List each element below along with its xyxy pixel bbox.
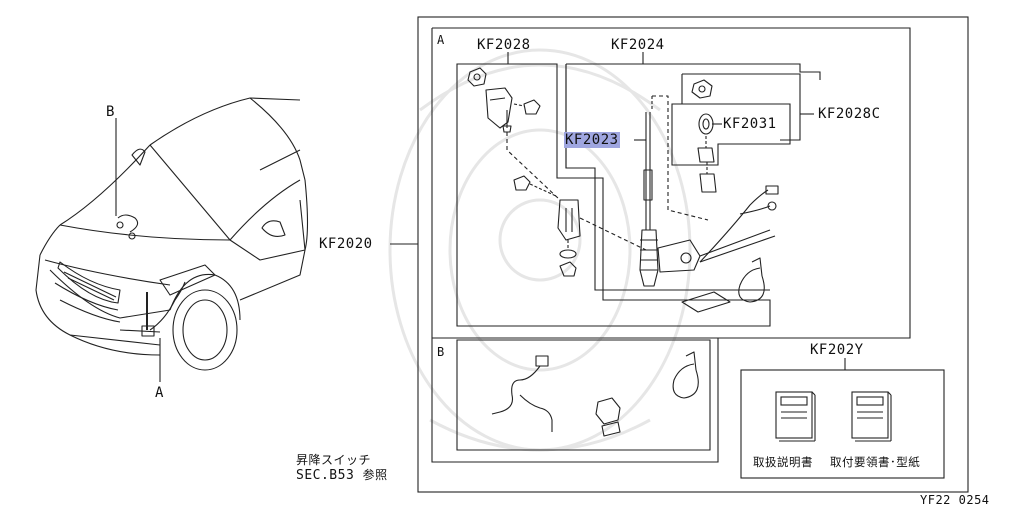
note-line2: SEC.B53 参照: [296, 468, 388, 483]
diagram-frames: [390, 16, 969, 493]
note-sec-ref: SEC.B53: [296, 468, 355, 483]
label-kf2028c: KF2028C: [818, 106, 881, 122]
label-kf2031: KF2031: [723, 116, 777, 132]
callout-b: B: [106, 104, 115, 120]
callout-a: A: [155, 385, 164, 401]
car-illustration: [35, 97, 309, 382]
doc-install-guide-label: 取付要領書･型紙: [830, 455, 921, 469]
note-sec-ref-suffix: 参照: [362, 468, 388, 482]
label-kf202y: KF202Y: [810, 342, 864, 358]
note-line1: 昇降スイッチ: [296, 453, 372, 467]
label-kf2023: KF2023: [564, 132, 620, 148]
doc-manual-label: 取扱説明書: [753, 455, 813, 469]
label-kf2020: KF2020: [319, 236, 373, 252]
document-icons: [775, 391, 892, 442]
highlighted-part-number: KF2023: [564, 132, 620, 148]
figure-code: YF22 0254: [920, 493, 990, 507]
section-a-label: A: [437, 33, 445, 47]
section-b-parts: [491, 351, 699, 437]
label-kf2024: KF2024: [611, 37, 665, 53]
label-kf2028: KF2028: [477, 37, 531, 53]
section-b-label: B: [437, 345, 445, 359]
section-a-parts: [467, 67, 779, 313]
